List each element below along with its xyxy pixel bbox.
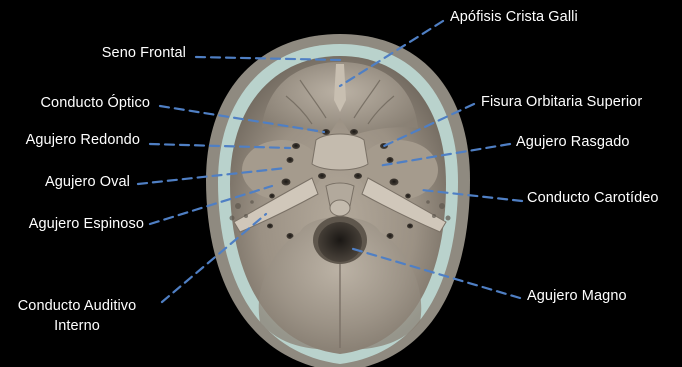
label-fisura-orbitaria: Fisura Orbitaria Superior xyxy=(481,94,642,111)
label-conducto-auditivo-line1: Conducto Auditivo xyxy=(4,298,150,315)
label-crista-galli: Apófisis Crista Galli xyxy=(450,9,578,26)
label-agujero-oval: Agujero Oval xyxy=(10,174,130,191)
label-agujero-rasgado: Agujero Rasgado xyxy=(516,134,630,151)
label-agujero-redondo: Agujero Redondo xyxy=(0,132,140,149)
dens-shape xyxy=(330,200,350,216)
label-agujero-espinoso: Agujero Espinoso xyxy=(0,216,144,233)
label-conducto-auditivo: Conducto Auditivo Interno xyxy=(4,298,150,335)
sella-turcica xyxy=(312,134,368,170)
optic-canal-right xyxy=(350,129,358,135)
label-agujero-magno: Agujero Magno xyxy=(527,288,627,305)
label-conducto-auditivo-line2: Interno xyxy=(4,318,150,335)
label-seno-frontal: Seno Frontal xyxy=(60,45,186,62)
label-conducto-optico: Conducto Óptico xyxy=(10,95,150,112)
label-conducto-carotideo: Conducto Carotídeo xyxy=(527,190,659,207)
foramen-magnum-hole xyxy=(318,222,362,262)
